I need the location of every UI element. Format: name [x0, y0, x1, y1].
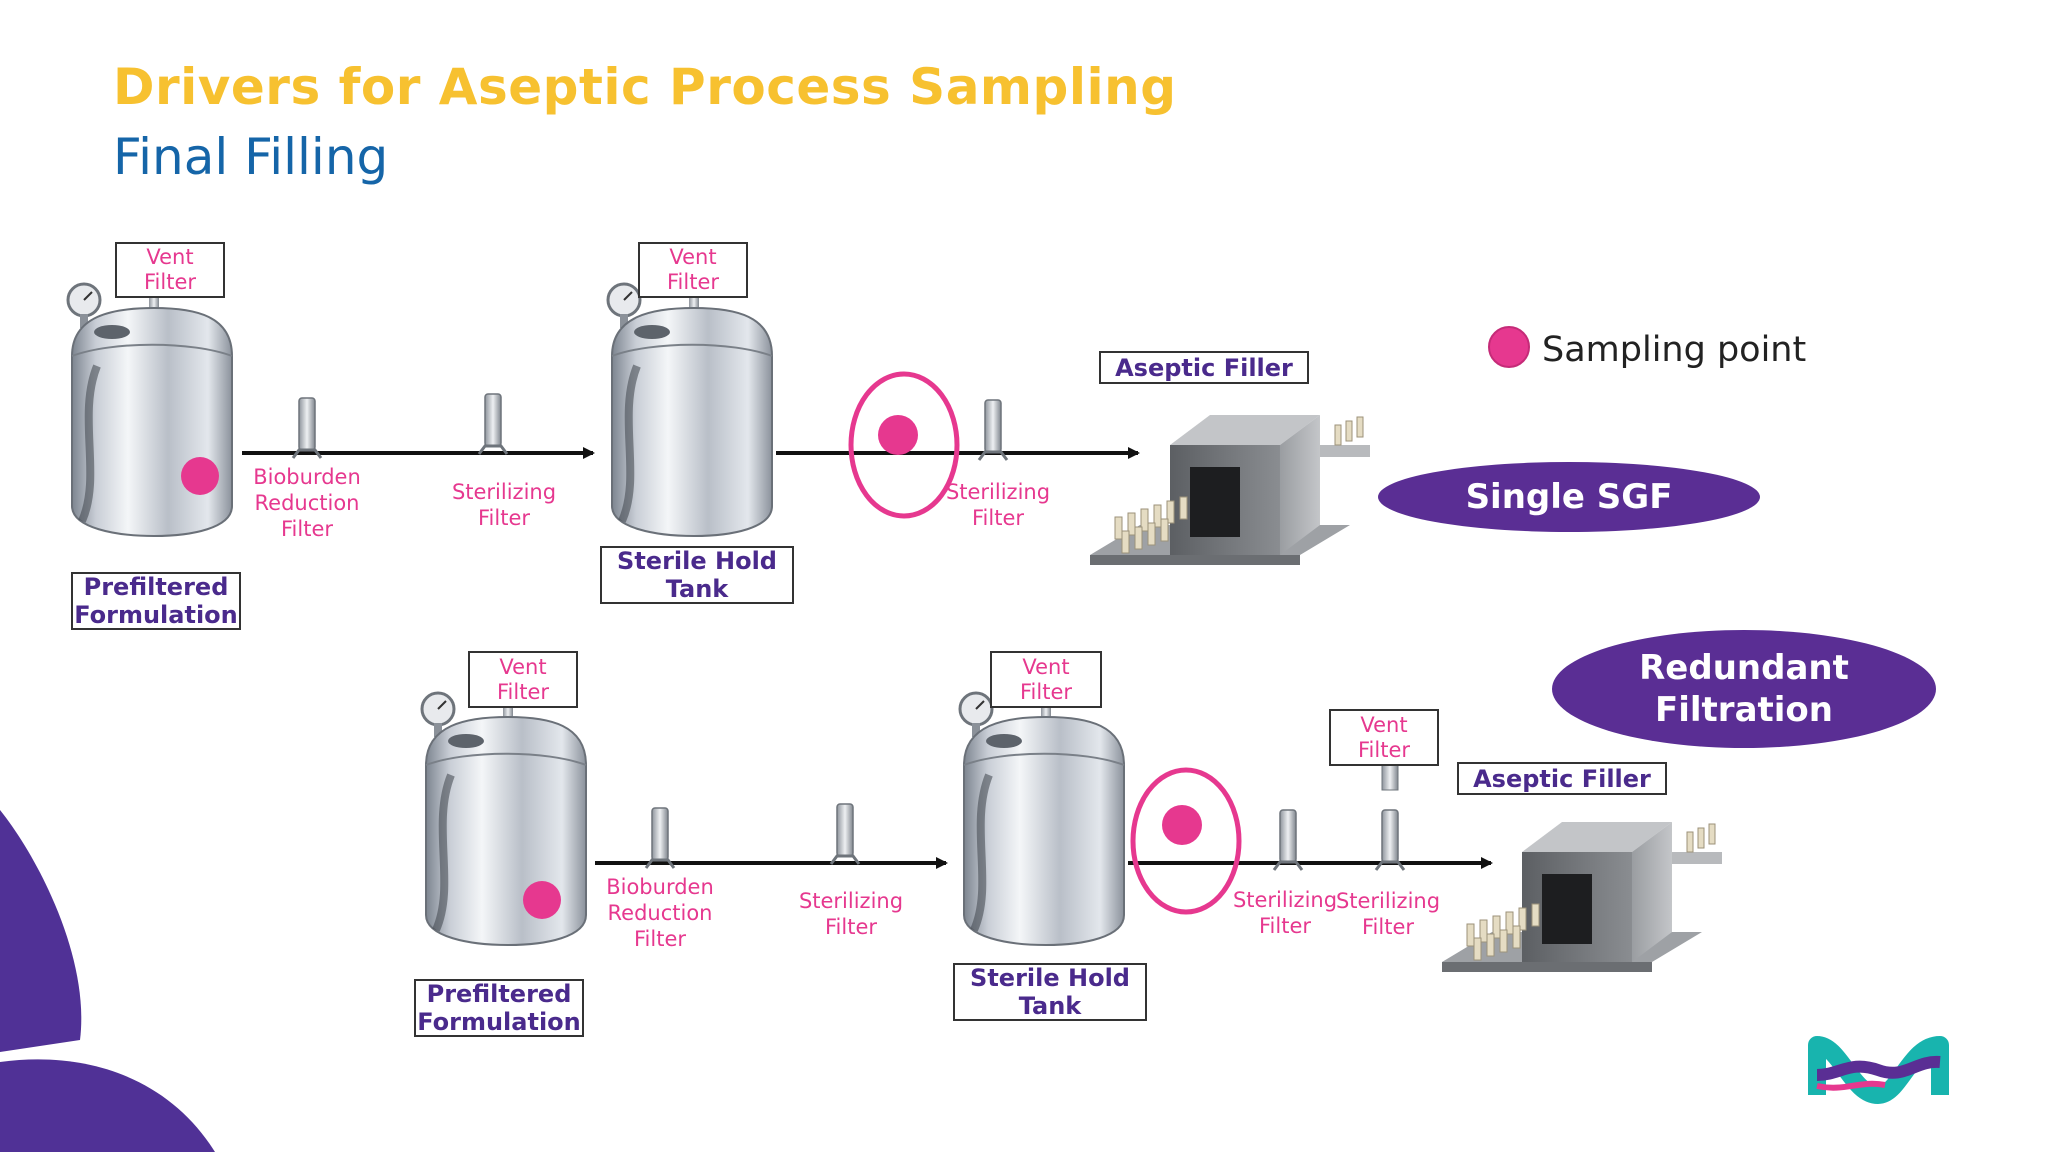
- sterilizing-filter-icon: [477, 392, 509, 456]
- slide-subtitle: Final Filling: [113, 128, 389, 186]
- sampling-point-marker: [523, 881, 561, 919]
- sampling-highlight-ring: [848, 371, 960, 519]
- single-sgf-badge: Single SGF: [1378, 462, 1760, 532]
- vent-filter-label: Vent Filter: [115, 242, 225, 298]
- redundant-filtration-badge: Redundant Filtration: [1552, 630, 1936, 748]
- label-line: Sterile Hold: [970, 964, 1130, 992]
- vent-label-line: Filter: [666, 270, 719, 294]
- decor-shape: [0, 810, 82, 1052]
- decor-shape: [0, 1059, 215, 1152]
- vent-label-line: Filter: [1357, 737, 1410, 762]
- vent-label-line: Filter: [496, 679, 549, 704]
- prefiltered-formulation-label: Prefiltered Formulation: [71, 572, 241, 630]
- bioburden-filter-icon: [291, 396, 323, 460]
- legend-sampling-label: Sampling point: [1542, 330, 1807, 370]
- aseptic-filler-label: Aseptic Filler: [1457, 762, 1667, 795]
- sterile-hold-tank-label: Sterile Hold Tank: [600, 546, 794, 604]
- sterile-hold-tank: [608, 280, 772, 536]
- vent-filter-label: Vent Filter: [990, 651, 1102, 708]
- vent-label-line: Vent: [1022, 654, 1070, 679]
- label-line: Tank: [1018, 992, 1082, 1020]
- vent-label-line: Vent: [1360, 712, 1408, 737]
- vent-filter-label: Vent Filter: [468, 651, 578, 708]
- vent-filter-label: Vent Filter: [638, 242, 748, 298]
- vent-filter-icon: [1381, 761, 1399, 791]
- label-line: Prefiltered: [83, 573, 229, 601]
- sampling-point-marker: [181, 457, 219, 495]
- vent-label-line: Vent: [146, 245, 194, 269]
- logo-icon: [1808, 1036, 1949, 1104]
- aseptic-filler-machine: [1089, 414, 1371, 566]
- sampling-point-marker: [878, 415, 918, 455]
- aseptic-filler-machine: [1441, 821, 1723, 973]
- prefiltered-tank: [68, 280, 232, 536]
- prefiltered-tank: [422, 689, 586, 945]
- label-line: Formulation: [417, 1008, 581, 1036]
- vent-filter-label: Vent Filter: [1329, 709, 1439, 766]
- label-line: Prefiltered: [426, 980, 572, 1008]
- sampling-point-marker: [1162, 805, 1202, 845]
- sterile-hold-tank-label: Sterile Hold Tank: [953, 963, 1147, 1021]
- vent-label-line: Filter: [143, 270, 196, 294]
- prefiltered-formulation-label: Prefiltered Formulation: [414, 979, 584, 1037]
- label-line: Tank: [665, 575, 729, 603]
- vent-label-line: Vent: [499, 654, 547, 679]
- slide-title: Drivers for Aseptic Process Sampling: [113, 58, 1177, 116]
- legend-sampling-icon: [1488, 326, 1530, 368]
- vent-label-line: Filter: [1019, 679, 1072, 704]
- sterile-hold-tank: [960, 689, 1124, 945]
- label-line: Formulation: [74, 601, 238, 629]
- aseptic-filler-label: Aseptic Filler: [1099, 351, 1309, 384]
- label-line: Sterile Hold: [617, 547, 777, 575]
- bioburden-filter-icon: [644, 806, 676, 870]
- vent-label-line: Vent: [669, 245, 717, 269]
- sterilizing-filter-icon: [829, 802, 861, 866]
- sampling-highlight-ring: [1130, 767, 1242, 915]
